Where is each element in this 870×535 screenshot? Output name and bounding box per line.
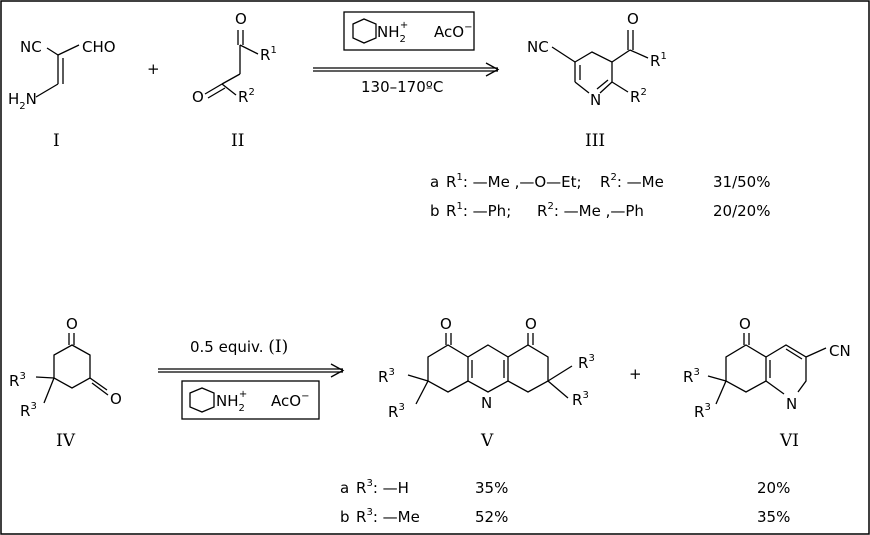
table-row: b R3: —Me 52% 35% [340, 507, 790, 526]
r1-substituents: R1: —Me ,—O—Et; [446, 172, 582, 191]
carbonyl-oxygen-label: O [627, 10, 639, 28]
label-compound-VI: VI [779, 431, 799, 451]
yield-value-VI: 35% [757, 508, 790, 526]
yield-value: 31/50% [713, 173, 770, 191]
r3-label: R3 [694, 402, 711, 421]
acridine-nitrogen-label: N [481, 394, 492, 412]
reaction-1-condition: 130–170ºC [361, 78, 443, 96]
yield-value-V: 35% [475, 479, 508, 497]
aldehyde-group-label: CHO [82, 38, 116, 56]
reaction-arrow-2 [158, 363, 345, 378]
carbonyl-oxygen-label: O [525, 315, 537, 333]
label-compound-II: II [231, 131, 244, 151]
carbonyl-oxygen-label: O [440, 315, 452, 333]
reagent-box-1: NH2+ AcO− [343, 11, 475, 51]
row-tag: a [430, 173, 439, 191]
yield-value-VI: 20% [757, 479, 790, 497]
piperidinium-label: NH2+ [216, 389, 247, 414]
r3-substituent: R3: —H [356, 478, 409, 497]
row-tag: a [340, 479, 349, 497]
table-row: b R1: —Ph; R2: —Me ,—Ph 20/20% [430, 201, 770, 220]
label-compound-III: III [585, 131, 605, 151]
carbonyl-oxygen-label: O [192, 88, 204, 106]
label-compound-IV: IV [56, 431, 76, 451]
r2-label: R2 [238, 87, 255, 106]
compound-III: NC O R1 N R2 [527, 10, 667, 109]
compound-VI: O CN N R3 R3 [683, 315, 851, 421]
table-row: a R1: —Me ,—O—Et; R2: —Me 31/50% [430, 172, 770, 191]
r3-label: R3 [9, 371, 26, 390]
reaction-arrow-1 [313, 62, 500, 77]
acetate-label: AcO− [434, 22, 472, 41]
r3-label: R3 [683, 367, 700, 386]
carbonyl-oxygen-label: O [110, 390, 122, 408]
r3-label: R3 [578, 353, 595, 372]
plus-sign: + [629, 365, 642, 383]
reagent-box-2: NH2+ AcO− [181, 380, 320, 420]
carbonyl-oxygen-label: O [235, 10, 247, 28]
reaction-2-condition: 0.5 equiv. (I) [190, 337, 288, 357]
r1-substituents: R1: —Ph; [446, 201, 511, 220]
nitrile-group-label: CN [829, 342, 851, 360]
plus-sign: + [147, 60, 160, 78]
yield-value: 20/20% [713, 202, 770, 220]
row-tag: b [430, 202, 440, 220]
nitrile-group-label: NC [527, 38, 549, 56]
compound-IV: O O R3 R3 [9, 315, 122, 420]
yield-table-1: a R1: —Me ,—O—Et; R2: —Me 31/50% b R1: —… [430, 172, 770, 220]
table-row: a R3: —H 35% 20% [340, 478, 790, 497]
r3-label: R3 [572, 390, 589, 409]
compound-I: NC CHO H2N [8, 38, 116, 112]
nitrile-group-label: NC [20, 38, 42, 56]
compound-II: O R1 O R2 [192, 10, 277, 106]
carbonyl-oxygen-label: O [739, 315, 751, 333]
label-compound-V: V [480, 431, 494, 451]
acetate-label: AcO− [271, 391, 309, 410]
r1-label: R1 [650, 51, 667, 70]
r2-substituents: R2: —Me [600, 172, 664, 191]
piperidinium-label: NH2+ [377, 20, 408, 45]
pyridine-nitrogen-label: N [786, 395, 797, 413]
yield-value-V: 52% [475, 508, 508, 526]
carbonyl-oxygen-label: O [66, 315, 78, 333]
label-compound-I: I [53, 131, 60, 151]
amino-group-label: H2N [8, 90, 37, 112]
compound-V: O O N R3 R3 R3 R3 [378, 315, 595, 421]
r3-substituent: R3: —Me [356, 507, 420, 526]
r3-label: R3 [388, 402, 405, 421]
yield-table-2: a R3: —H 35% 20% b R3: —Me 52% 35% [340, 478, 790, 526]
r3-label: R3 [20, 401, 37, 420]
r2-substituents: R2: —Me ,—Ph [537, 201, 644, 220]
r3-label: R3 [378, 367, 395, 386]
row-tag: b [340, 508, 350, 526]
pyridine-nitrogen-label: N [590, 91, 601, 109]
r1-label: R1 [260, 45, 277, 64]
r2-label: R2 [630, 87, 647, 106]
